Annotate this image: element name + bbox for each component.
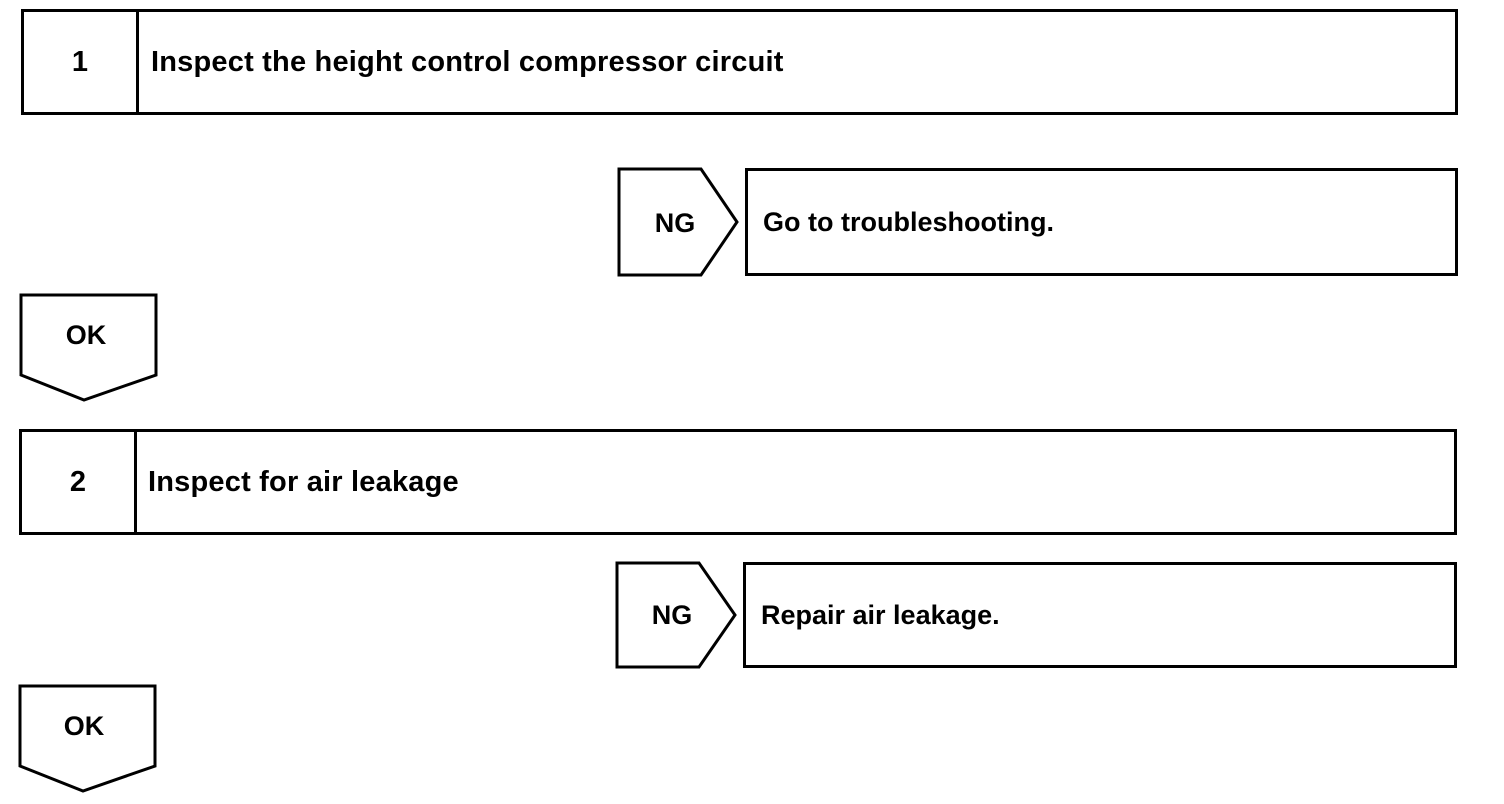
step-1-number: 1: [24, 12, 139, 112]
step-2-number: 2: [22, 432, 137, 532]
step-2-title: Inspect for air leakage: [148, 465, 459, 498]
step-1-ng-result-text: Go to troubleshooting.: [763, 206, 1054, 237]
step-1-ng-result-box: Go to troubleshooting.: [745, 168, 1458, 276]
step-2-ng-result-text: Repair air leakage.: [761, 599, 1000, 630]
step-1-title: Inspect the height control compressor ci…: [151, 45, 784, 78]
step-2-box: 2 Inspect for air leakage: [19, 429, 1457, 535]
step-1-ok-label: OK: [65, 319, 107, 350]
step-2-ng-arrow: [615, 561, 737, 669]
step-1-ok-arrow: [19, 293, 158, 402]
step-1-box: 1 Inspect the height control compressor …: [21, 9, 1458, 115]
step-2-ok-arrow: [18, 684, 157, 793]
step-2-ok-label: OK: [63, 710, 105, 741]
step-2-ng-label: NG: [651, 599, 693, 630]
step-2-ng-result-box: Repair air leakage.: [743, 562, 1457, 668]
step-1-ng-label: NG: [654, 207, 696, 238]
step-1-ng-arrow: [617, 167, 739, 277]
